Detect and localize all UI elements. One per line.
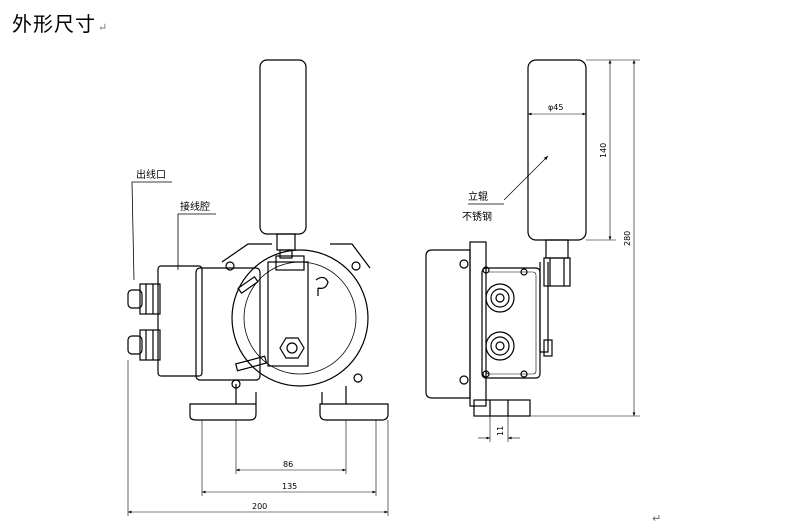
label-material: 不锈钢: [462, 210, 492, 223]
front-lever: [267, 261, 309, 367]
front-dimensions: [127, 360, 389, 516]
front-foot-left: [189, 403, 257, 421]
dim-135: 135: [282, 482, 297, 491]
side-gland-lower: [485, 331, 515, 361]
label-roller: 立辊: [468, 190, 488, 203]
dim-11: 11: [496, 426, 505, 436]
front-junction-box: [195, 267, 261, 381]
side-view: [425, 59, 587, 417]
front-nut: [279, 337, 305, 359]
title-text: 外形尺寸: [12, 12, 96, 36]
label-junction: 接线腔: [180, 200, 210, 213]
side-foot: [473, 399, 531, 417]
dim-140: 140: [599, 143, 608, 158]
front-cable-gland-lower: [127, 329, 161, 361]
dim-86: 86: [283, 460, 293, 469]
front-foot-right: [319, 403, 389, 421]
side-flange: [469, 241, 487, 407]
label-outlet: 出线口: [136, 168, 166, 181]
front-cable-gland-upper: [127, 283, 161, 315]
dim-phi45: φ45: [548, 103, 563, 112]
side-roller: [527, 59, 587, 241]
front-roller: [259, 59, 307, 235]
front-shaft: [276, 233, 296, 251]
side-gland-upper: [485, 283, 515, 313]
dim-280: 280: [623, 231, 632, 246]
side-dimensions: [478, 59, 640, 442]
side-cover: [481, 267, 541, 379]
title-paragraph-mark: ↵: [98, 21, 109, 34]
paragraph-mark: ↵: [652, 512, 661, 525]
front-housing: [231, 249, 369, 387]
front-view: [127, 59, 389, 421]
dim-200: 200: [252, 502, 267, 511]
page-title: 外形尺寸↵: [12, 8, 108, 37]
